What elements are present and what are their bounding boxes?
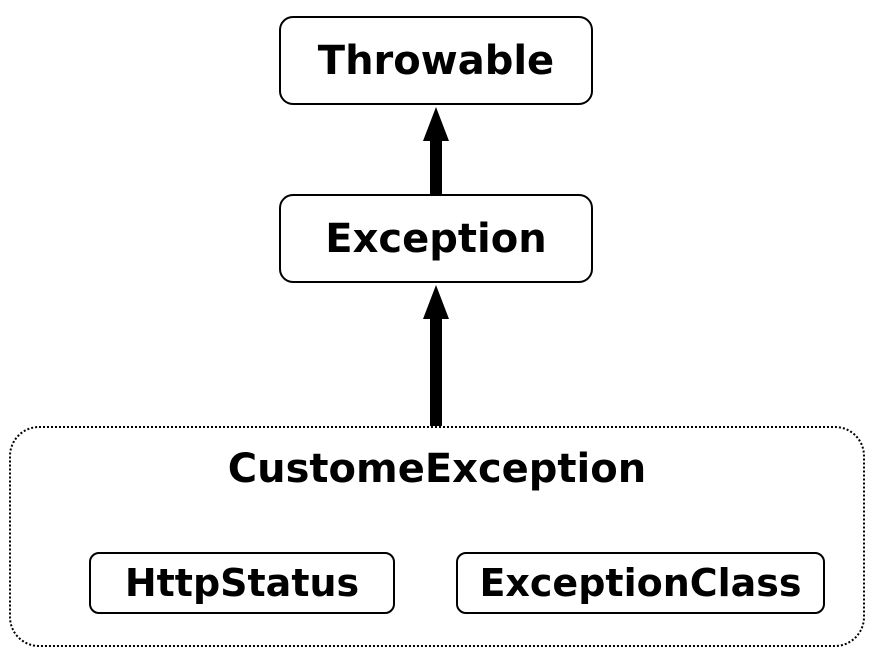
custom-exception-title: CustomeException <box>227 446 647 492</box>
arrow-exception-to-throwable <box>423 107 449 194</box>
http-status-node: HttpStatus <box>89 552 395 614</box>
exception-node: Exception <box>279 194 593 283</box>
arrow-customexception-to-exception <box>423 285 449 426</box>
custom-exception-group: CustomeException <box>9 426 865 647</box>
throwable-node: Throwable <box>279 16 593 105</box>
exception-class-node: ExceptionClass <box>456 552 825 614</box>
